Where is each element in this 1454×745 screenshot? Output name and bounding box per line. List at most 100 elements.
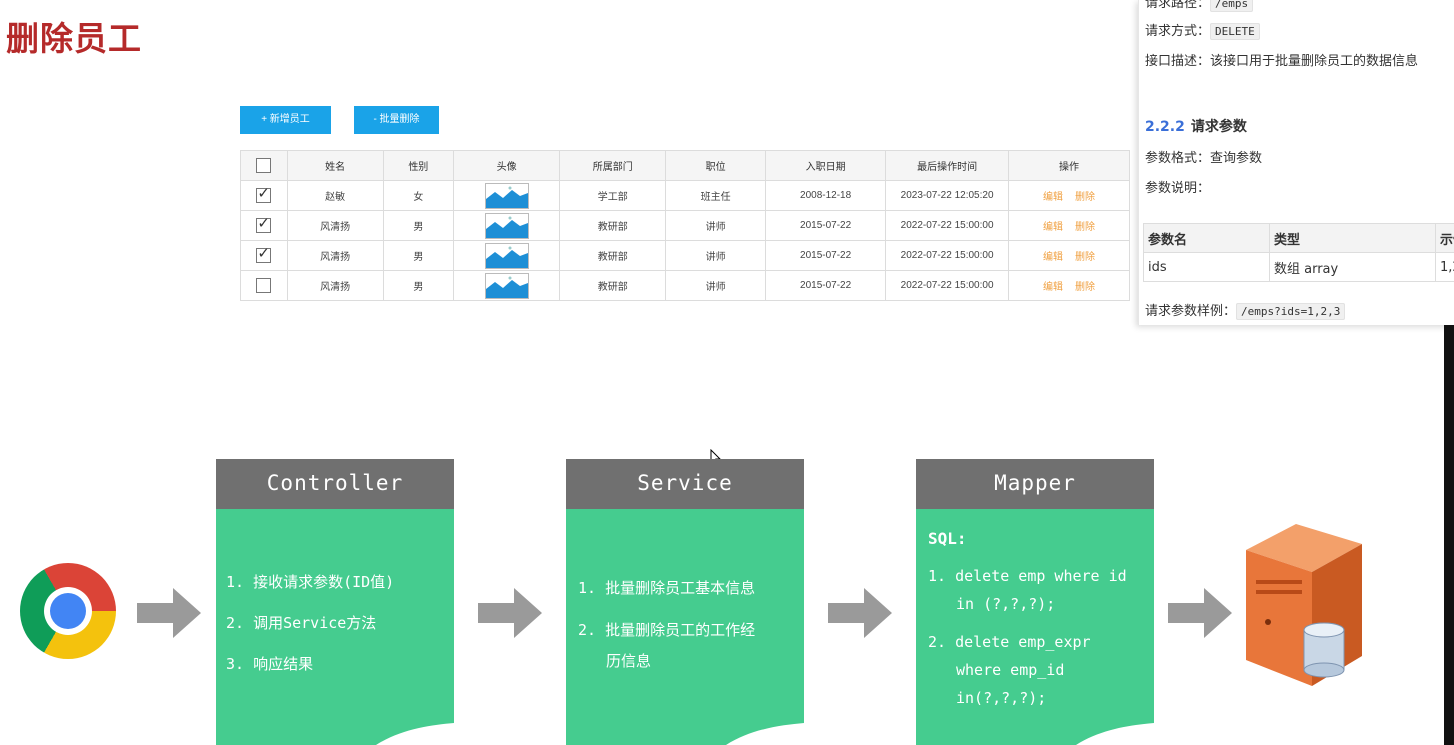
service-step-cont: 历信息 [606,652,652,670]
request-method-label: 请求方式： [1145,24,1211,39]
controller-body: 1. 接收请求参数(ID值) 2. 调用Service方法 3. 响应结果 [216,509,454,745]
cell-job: 讲师 [665,270,767,301]
database-server-icon [1246,524,1362,686]
service-body: 1. 批量删除员工基本信息 2. 批量删除员工的工作经 历信息 [566,509,804,745]
param-col-example: 示例 [1435,223,1454,253]
row-checkbox[interactable] [256,184,272,203]
row-select-cell[interactable] [240,270,288,301]
cell-update-time: 2022-07-22 15:00:00 [885,240,1010,271]
avatar-image-icon [484,242,529,269]
section-title: 请求参数 [1190,119,1247,135]
request-path-row: 请求路径：/emps [1145,0,1254,12]
api-doc-panel: 请求路径：/emps 请求方式：DELETE 接口描述：该接口用于批量删除员工的… [1138,0,1454,325]
api-description-row: 接口描述：该接口用于批量删除员工的数据信息 [1145,50,1418,69]
cell-actions: 编辑删除 [1008,180,1130,211]
cell-name: 赵敏 [286,180,384,211]
cell-entry-date: 2015-07-22 [765,210,887,241]
service-box: Service 1. 批量删除员工基本信息 2. 批量删除员工的工作经 历信息 [566,459,804,745]
select-all-cell[interactable] [240,150,288,181]
row-select-cell[interactable] [240,180,288,211]
edit-link[interactable]: 编辑 [1043,192,1064,203]
mapper-title: Mapper [916,459,1154,509]
delete-link[interactable]: 删除 [1075,282,1096,293]
cell-gender: 男 [382,210,454,241]
col-entry-date: 入职日期 [765,150,887,181]
col-dept: 所属部门 [559,150,667,181]
batch-delete-button[interactable]: - 批量删除 [354,106,439,134]
arrow-right-icon [1168,588,1232,638]
edit-link[interactable]: 编辑 [1043,252,1064,263]
cell-name: 风清扬 [286,210,384,241]
select-all-checkbox[interactable] [256,158,272,173]
cell-job: 班主任 [665,180,767,211]
cell-update-time: 2022-07-22 15:00:00 [885,210,1010,241]
table-row: 风清扬 男 教研部 讲师 2015-07-22 2022-07-22 15:00… [240,210,1130,241]
arrow-right-icon [137,588,201,638]
edit-link[interactable]: 编辑 [1043,282,1064,293]
cell-gender: 女 [382,180,454,211]
col-actions: 操作 [1008,150,1130,181]
controller-title: Controller [216,459,454,509]
table-row: 赵敏 女 学工部 班主任 2008-12-18 2023-07-22 12:05… [240,180,1130,211]
request-path-value: /emps [1210,0,1254,12]
sql-label: SQL: [928,529,967,548]
row-select-cell[interactable] [240,240,288,271]
window-edge [1444,325,1454,745]
row-checkbox[interactable] [256,214,272,233]
cell-name: 风清扬 [286,240,384,271]
arrow-right-icon [828,588,892,638]
request-sample-value: /emps?ids=1,2,3 [1236,303,1346,320]
chrome-icon [20,563,116,659]
table-header-row: 姓名 性别 头像 所属部门 职位 入职日期 最后操作时间 操作 [240,150,1130,181]
param-format-row: 参数格式：查询参数 [1145,147,1262,166]
cell-gender: 男 [382,240,454,271]
request-sample-label: 请求参数样例： [1145,304,1237,319]
service-title: Service [566,459,804,509]
edit-link[interactable]: 编辑 [1043,222,1064,233]
mapper-body: SQL: 1. delete emp where id in (?,?,?); … [916,509,1154,745]
row-checkbox[interactable] [256,244,272,263]
page-title: 删除员工 [6,19,142,58]
mapper-step-cont: in(?,?,?); [956,689,1047,707]
api-description-value: 该接口用于批量删除员工的数据信息 [1210,54,1419,69]
cell-actions: 编辑删除 [1008,270,1130,301]
api-description-label: 接口描述： [1145,54,1211,69]
table-row: 风清扬 男 教研部 讲师 2015-07-22 2022-07-22 15:00… [240,240,1130,271]
row-select-cell[interactable] [240,210,288,241]
row-checkbox[interactable] [256,278,272,293]
controller-step: 2. 调用Service方法 [226,614,377,632]
table-row: 风清扬 男 教研部 讲师 2015-07-22 2022-07-22 15:00… [240,270,1130,301]
request-path-label: 请求路径： [1145,0,1211,11]
controller-step: 3. 响应结果 [226,655,314,673]
cell-job: 讲师 [665,210,767,241]
param-format-label: 参数格式： [1145,151,1211,166]
mapper-step: 2. delete emp_expr [928,633,1091,651]
cell-update-time: 2023-07-22 12:05:20 [885,180,1010,211]
page-curl-decoration [216,723,454,745]
cell-actions: 编辑删除 [1008,210,1130,241]
arrow-right-icon [478,588,542,638]
delete-link[interactable]: 删除 [1075,222,1096,233]
cell-avatar [452,270,561,301]
avatar-image-icon [484,272,529,299]
param-explain-label: 参数说明： [1145,181,1211,196]
cell-update-time: 2022-07-22 15:00:00 [885,270,1010,301]
delete-link[interactable]: 删除 [1075,252,1096,263]
param-col-name: 参数名 [1143,223,1270,253]
col-gender: 性别 [382,150,454,181]
request-sample-row: 请求参数样例：/emps?ids=1,2,3 [1145,300,1346,320]
delete-link[interactable]: 删除 [1075,192,1096,203]
param-col-type: 类型 [1269,223,1436,253]
cell-avatar [452,210,561,241]
add-employee-button[interactable]: + 新增员工 [240,106,331,134]
cell-dept: 教研部 [559,240,667,271]
cell-entry-date: 2015-07-22 [765,240,887,271]
param-table: 参数名 类型 示例 ids 数组 array 1,2 [1143,223,1454,282]
cell-name: 风清扬 [286,270,384,301]
avatar-image-icon [484,212,529,239]
col-avatar: 头像 [452,150,561,181]
cell-entry-date: 2008-12-18 [765,180,887,211]
controller-step: 1. 接收请求参数(ID值) [226,573,395,591]
request-method-row: 请求方式：DELETE [1145,20,1260,40]
service-step: 2. 批量删除员工的工作经 [578,621,756,639]
